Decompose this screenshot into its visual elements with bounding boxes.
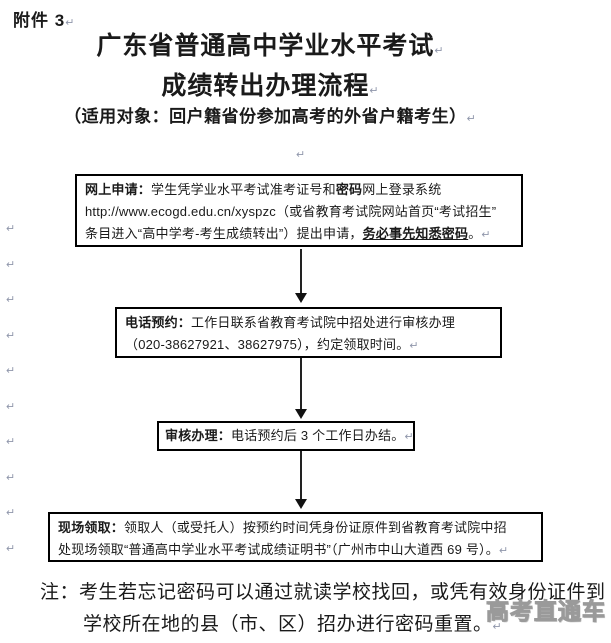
title-line-1: 广东省普通高中学业水平考试↵ [96, 32, 444, 60]
title-line-2: 成绩转出办理流程↵ [161, 72, 379, 100]
flow-arrow-3 [300, 451, 302, 500]
paragraph-mark-icon: ↵ [492, 621, 502, 633]
flow-arrow-2 [300, 358, 302, 410]
paragraph-mark-icon: ↵ [434, 45, 444, 57]
arrow-down-icon [295, 499, 307, 509]
flow-step-review-processing: 审核办理：电话预约后 3 个工作日办结。↵ [157, 421, 415, 451]
arrow-down-icon [295, 409, 307, 419]
paragraph-mark-icon: ↵ [6, 258, 16, 271]
paragraph-mark-icon: ↵ [6, 471, 16, 484]
flow-step-phone-reservation: 电话预约：工作日联系省教育考试院中招处进行审核办理（020-38627921、3… [115, 307, 502, 358]
margin-paragraph-marks: ↵ ↵ ↵ ↵ ↵ ↵ ↵ ↵ ↵ ↵ [6, 212, 20, 567]
note-line-1: 注：考生若忘记密码可以通过就读学校找回，或凭有效身份证件到 [40, 582, 606, 603]
paragraph-mark-icon: ↵ [466, 113, 476, 125]
paragraph-mark-icon: ↵ [6, 223, 16, 235]
paragraph-mark-icon: ↵ [6, 329, 16, 342]
watermark-text: 高考直通车 [486, 598, 606, 625]
attachment-label: 附件 3↵ [13, 11, 75, 30]
note-line-2: 学校所在地的县（市、区）招办进行密码重置。↵ [83, 614, 502, 635]
arrow-down-icon [295, 293, 307, 303]
paragraph-mark-icon: ↵ [6, 542, 16, 555]
paragraph-mark-icon: ↵ [6, 365, 16, 377]
paragraph-mark-icon: ↵ [369, 85, 379, 97]
flow-step-onsite-pickup: 现场领取：领取人（或受托人）按预约时间凭身份证原件到省教育考试院中招处现场领取“… [48, 512, 543, 562]
paragraph-mark-icon: ↵ [296, 149, 306, 161]
document-subtitle: （适用对象：回户籍省份参加高考的外省户籍考生）↵ [64, 107, 476, 126]
paragraph-mark-icon: ↵ [65, 17, 75, 29]
paragraph-mark-icon: ↵ [6, 400, 16, 413]
document-title: 广东省普通高中学业水平考试↵ 成绩转出办理流程↵ [0, 29, 540, 109]
flow-arrow-1 [300, 249, 302, 294]
paragraph-mark-icon: ↵ [6, 507, 16, 519]
paragraph-mark-icon: ↵ [6, 436, 16, 448]
paragraph-mark-icon: ↵ [6, 294, 16, 306]
